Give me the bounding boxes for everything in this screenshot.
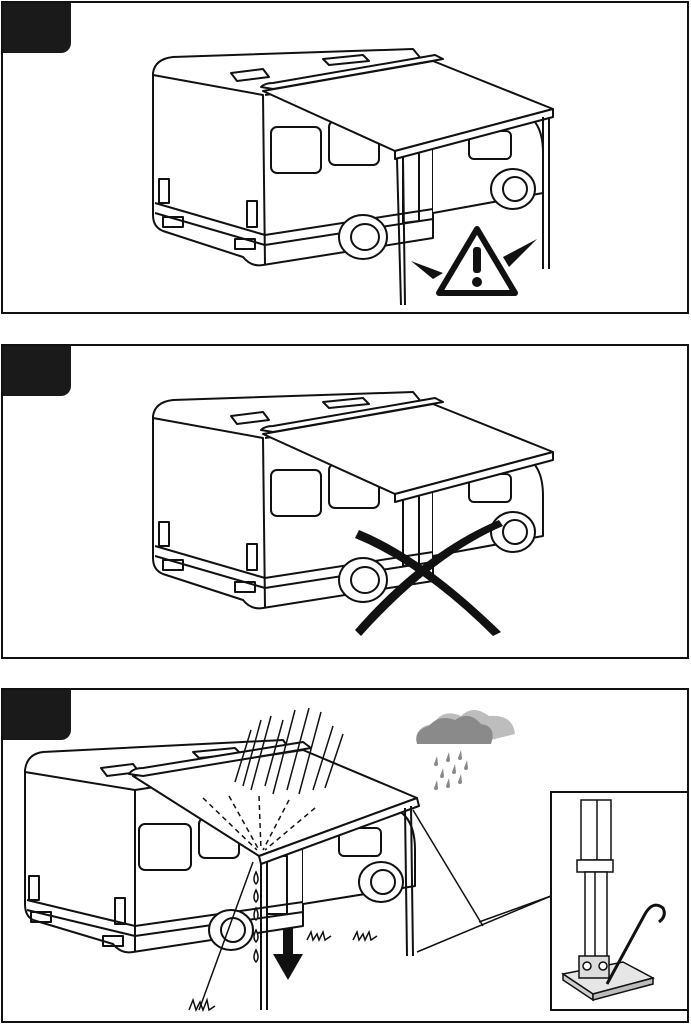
- illustration-motorhome-awning-extended: [152, 48, 554, 306]
- arrow-down-icon: [273, 928, 303, 980]
- step-tab-3: [3, 690, 71, 740]
- panel-3: [1, 688, 689, 1023]
- awning-leg-front: [396, 158, 402, 306]
- step-tab-1: [3, 3, 71, 53]
- panel-2: [1, 344, 689, 659]
- illustration-motorhome-awning-no-legs: [152, 391, 554, 636]
- heavy-rain-lines: [234, 707, 344, 795]
- panel-1: [1, 1, 689, 314]
- water-drops: [253, 870, 259, 964]
- illustration-awning-rain-drainage: [24, 707, 687, 1013]
- warning-icon: [411, 226, 537, 296]
- zoom-callout-lines: [412, 809, 552, 953]
- rain-cloud-icon: [416, 710, 515, 790]
- water-flow-lines: [202, 795, 316, 851]
- leg-foot-detail-inset: [550, 791, 687, 1011]
- step-tab-2: [3, 346, 71, 396]
- grass-icon: [188, 861, 378, 1013]
- prohibited-x-icon: [355, 520, 503, 636]
